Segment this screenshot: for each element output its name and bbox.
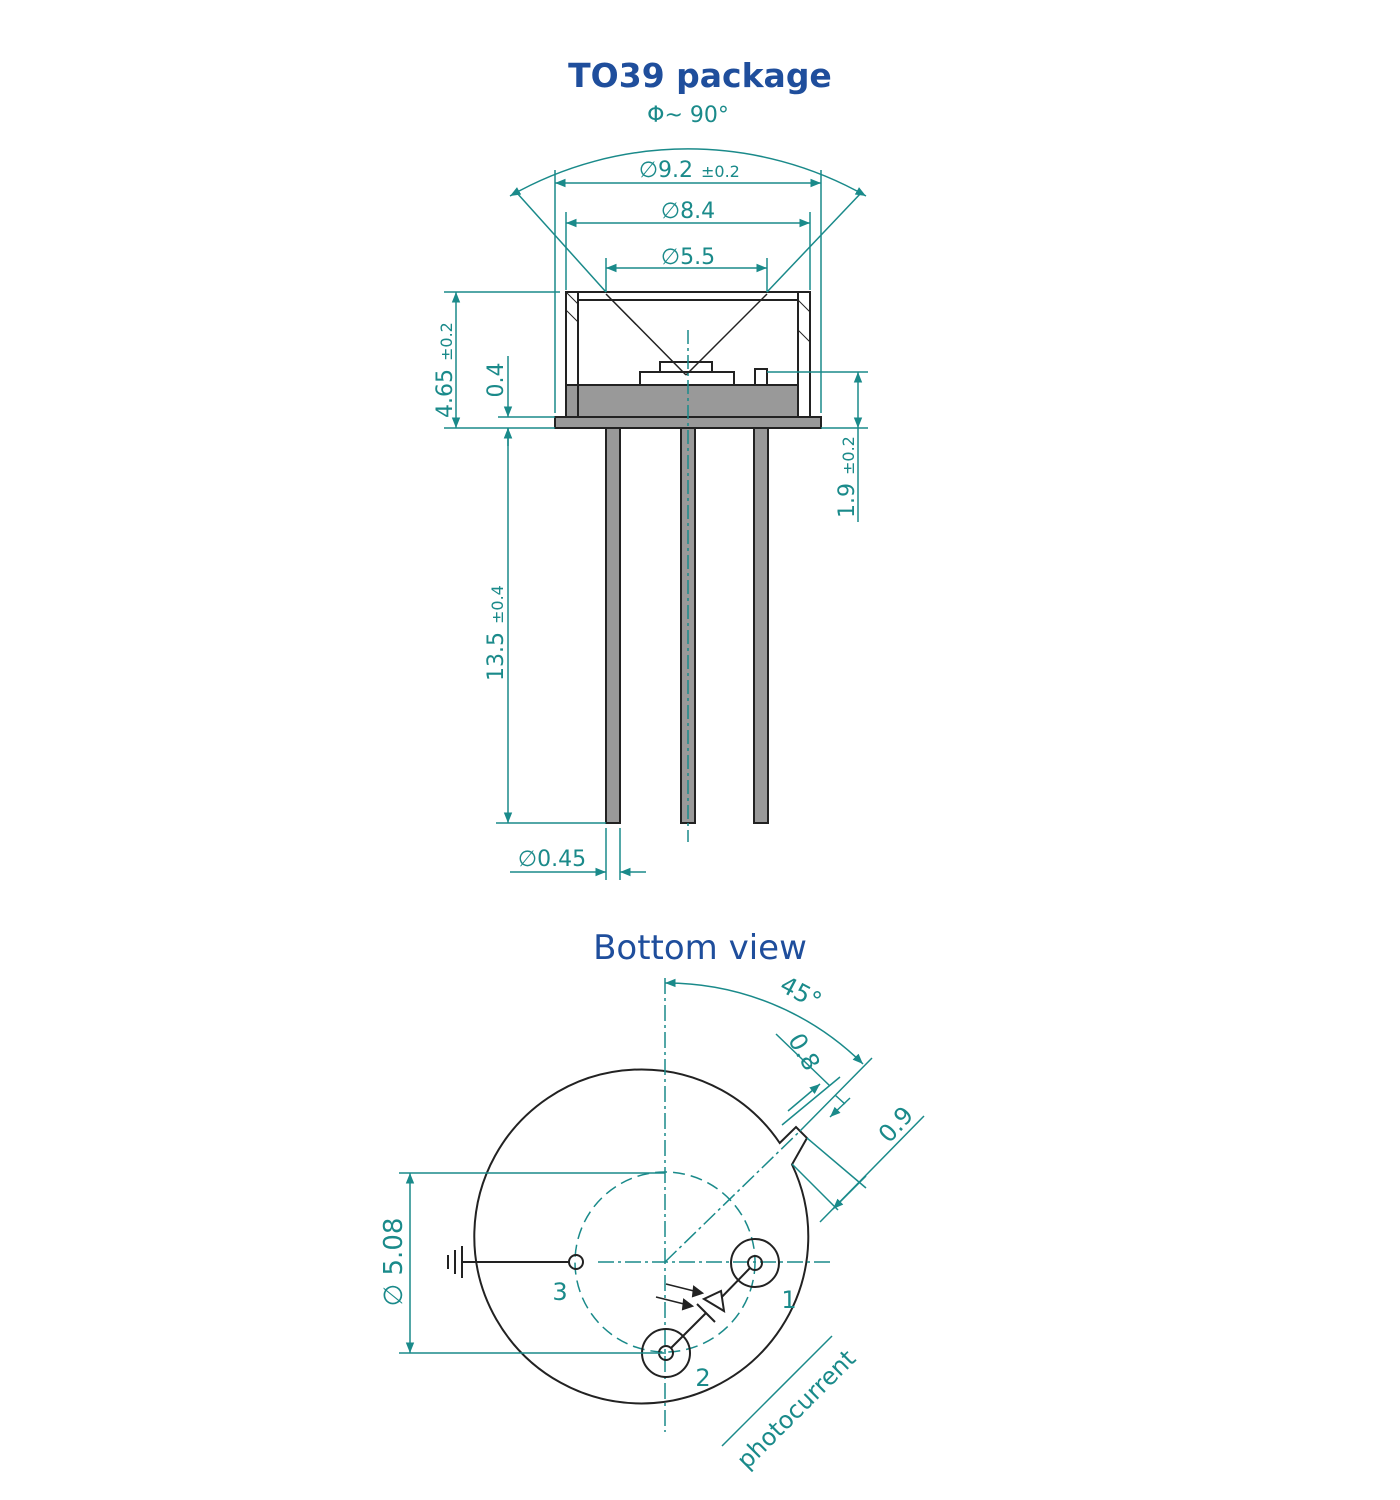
pin-1-label: 1 <box>781 1286 796 1314</box>
bottom-dimension-labels: 45° 0.8 0.9 ∅ 5.08 1 2 3 photocurrent <box>379 971 919 1475</box>
side-dimensions <box>444 148 868 880</box>
ground-icon <box>447 1246 569 1278</box>
dim-5-08-label: ∅ 5.08 <box>379 1218 409 1307</box>
side-view: Φ~ 90° ∅9.2 ±0.2 ∅8.4 ∅5.5 4.65 ±0.2 0.4… <box>433 103 868 880</box>
dim-0-4-label: 0.4 <box>484 363 509 398</box>
package-outline <box>473 1068 810 1405</box>
photodiode-icon <box>655 1267 751 1349</box>
dim-0-8-label: 0.8 <box>782 1028 825 1075</box>
dim-13-5-label: 13.5 <box>484 632 509 681</box>
dim-9-2-tolerance: ±0.2 <box>701 162 740 181</box>
lens-cone <box>605 293 768 376</box>
dim-9-2-label: ∅9.2 <box>639 158 693 183</box>
dim-4-65-tolerance: ±0.2 <box>437 322 456 361</box>
dim-angle-label: Φ~ 90° <box>647 103 729 128</box>
dim-1-9-label: 1.9 <box>835 483 860 518</box>
pin-1-lead <box>747 1255 763 1271</box>
pin-circle <box>574 1171 756 1353</box>
dim-8-4-label: ∅8.4 <box>661 199 715 224</box>
side-dimension-labels: Φ~ 90° ∅9.2 ±0.2 ∅8.4 ∅5.5 4.65 ±0.2 0.4… <box>433 103 860 872</box>
bottom-dimensions <box>399 978 925 1447</box>
pin-lead-right <box>753 427 769 824</box>
dim-1-9-tolerance: ±0.2 <box>839 436 858 475</box>
dim-0-45-label: ∅0.45 <box>518 847 586 872</box>
pin-3-label: 3 <box>552 1278 567 1306</box>
bottom-view-title: Bottom view <box>593 928 807 968</box>
pin-lead-left <box>605 427 621 824</box>
dim-13-5-tolerance: ±0.4 <box>488 585 507 624</box>
pin-3-lead <box>568 1254 584 1270</box>
dim-5-5-label: ∅5.5 <box>661 245 715 270</box>
pin-1-pad <box>730 1238 780 1288</box>
dim-0-9-label: 0.9 <box>873 1101 919 1148</box>
bottom-pins <box>568 1238 780 1378</box>
dim-4-65-label: 4.65 <box>433 369 458 418</box>
package-title: TO39 package <box>568 56 832 95</box>
pin-2-label: 2 <box>695 1364 710 1392</box>
bottom-view: 45° 0.8 0.9 ∅ 5.08 1 2 3 photocurrent <box>379 971 925 1475</box>
pins <box>605 427 769 824</box>
